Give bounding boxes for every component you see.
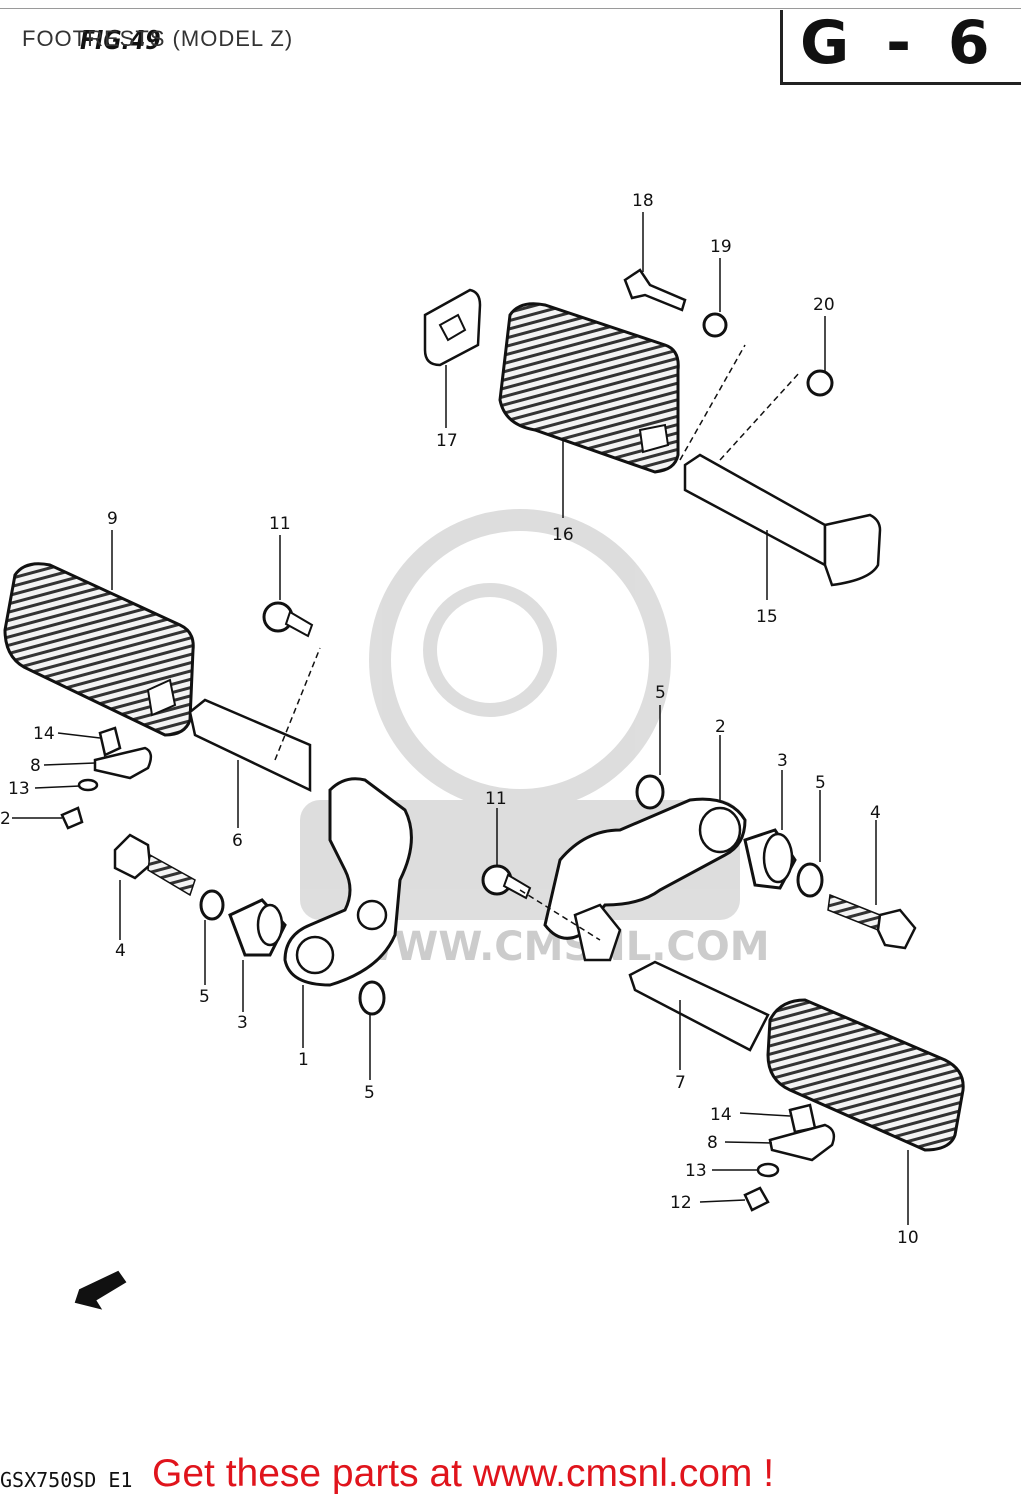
callout-14-right: 14 [710,1105,732,1125]
leader-lines [12,212,909,1225]
callout-4-right: 4 [870,803,881,823]
washer-5-right [796,862,824,898]
left-bracket [283,777,413,987]
callout-4-left: 4 [115,941,126,961]
callout-17: 17 [436,431,458,451]
callout-14-left: 14 [33,724,55,744]
callout-11-left: 11 [269,514,291,534]
section-box [780,10,1021,85]
callout-2-left: 2 [0,809,11,829]
washer-5-lower [358,980,386,1016]
callout-13-right: 13 [685,1161,707,1181]
right-footrest-rubber [766,998,965,1152]
right-footrest-bar [628,960,770,1052]
callout-9: 9 [107,509,118,529]
bolt-4-right [827,893,917,950]
right-bracket [543,797,747,962]
callout-3-left: 3 [237,1013,248,1033]
left-footrest-bar [188,698,312,792]
callout-labels: 18 19 20 17 16 15 9 11 14 8 13 2 6 4 5 3… [0,191,919,1248]
callout-15: 15 [756,607,778,627]
top-rule [0,8,1021,9]
right-small-parts [743,1103,836,1212]
callout-6: 6 [232,831,243,851]
callout-5-right: 5 [815,773,826,793]
rear-footrest-rubber [498,302,680,474]
left-small-parts [60,726,153,830]
callout-5-left: 5 [199,987,210,1007]
callout-11-right: 11 [485,789,507,809]
callout-12: 12 [670,1193,692,1213]
bushing-3-left [228,898,287,957]
callout-16: 16 [552,525,574,545]
section-code: G - 6 [800,8,998,78]
callout-20: 20 [813,295,835,315]
callout-10: 10 [897,1228,919,1248]
washer-5-right-upper [635,774,665,810]
washer-5-left [199,889,225,921]
parts-link[interactable]: Get these parts at www.cmsnl.com ! [152,1452,775,1495]
callout-7: 7 [675,1073,686,1093]
callout-1: 1 [298,1050,309,1070]
callout-2-right: 2 [715,717,726,737]
bolt-11-left [262,601,314,638]
bolt-4-left [113,833,196,897]
callout-13-left: 13 [8,779,30,799]
bolt-18 [623,268,687,312]
page-title: FOOTRESTS (MODEL Z) [22,26,294,51]
callout-5-lower: 5 [364,1083,375,1103]
callout-19: 19 [710,237,732,257]
model-code: GSX750SD E1 [0,1468,133,1492]
callout-18: 18 [632,191,654,211]
washer-19 [702,312,728,338]
callout-3-right: 3 [777,751,788,771]
left-footrest-rubber [3,562,195,737]
cover-plate [423,288,482,367]
nut-20 [806,369,834,397]
bushing-3-right [743,828,797,890]
callout-8-left: 8 [30,756,41,776]
figure-label: FIG.49 [80,26,161,56]
callout-8-right: 8 [707,1133,718,1153]
bolt-11-right [481,864,532,900]
callout-5-right-upper: 5 [655,683,666,703]
front-direction-arrow-icon [74,1270,127,1310]
rear-footrest-bar [683,453,882,587]
